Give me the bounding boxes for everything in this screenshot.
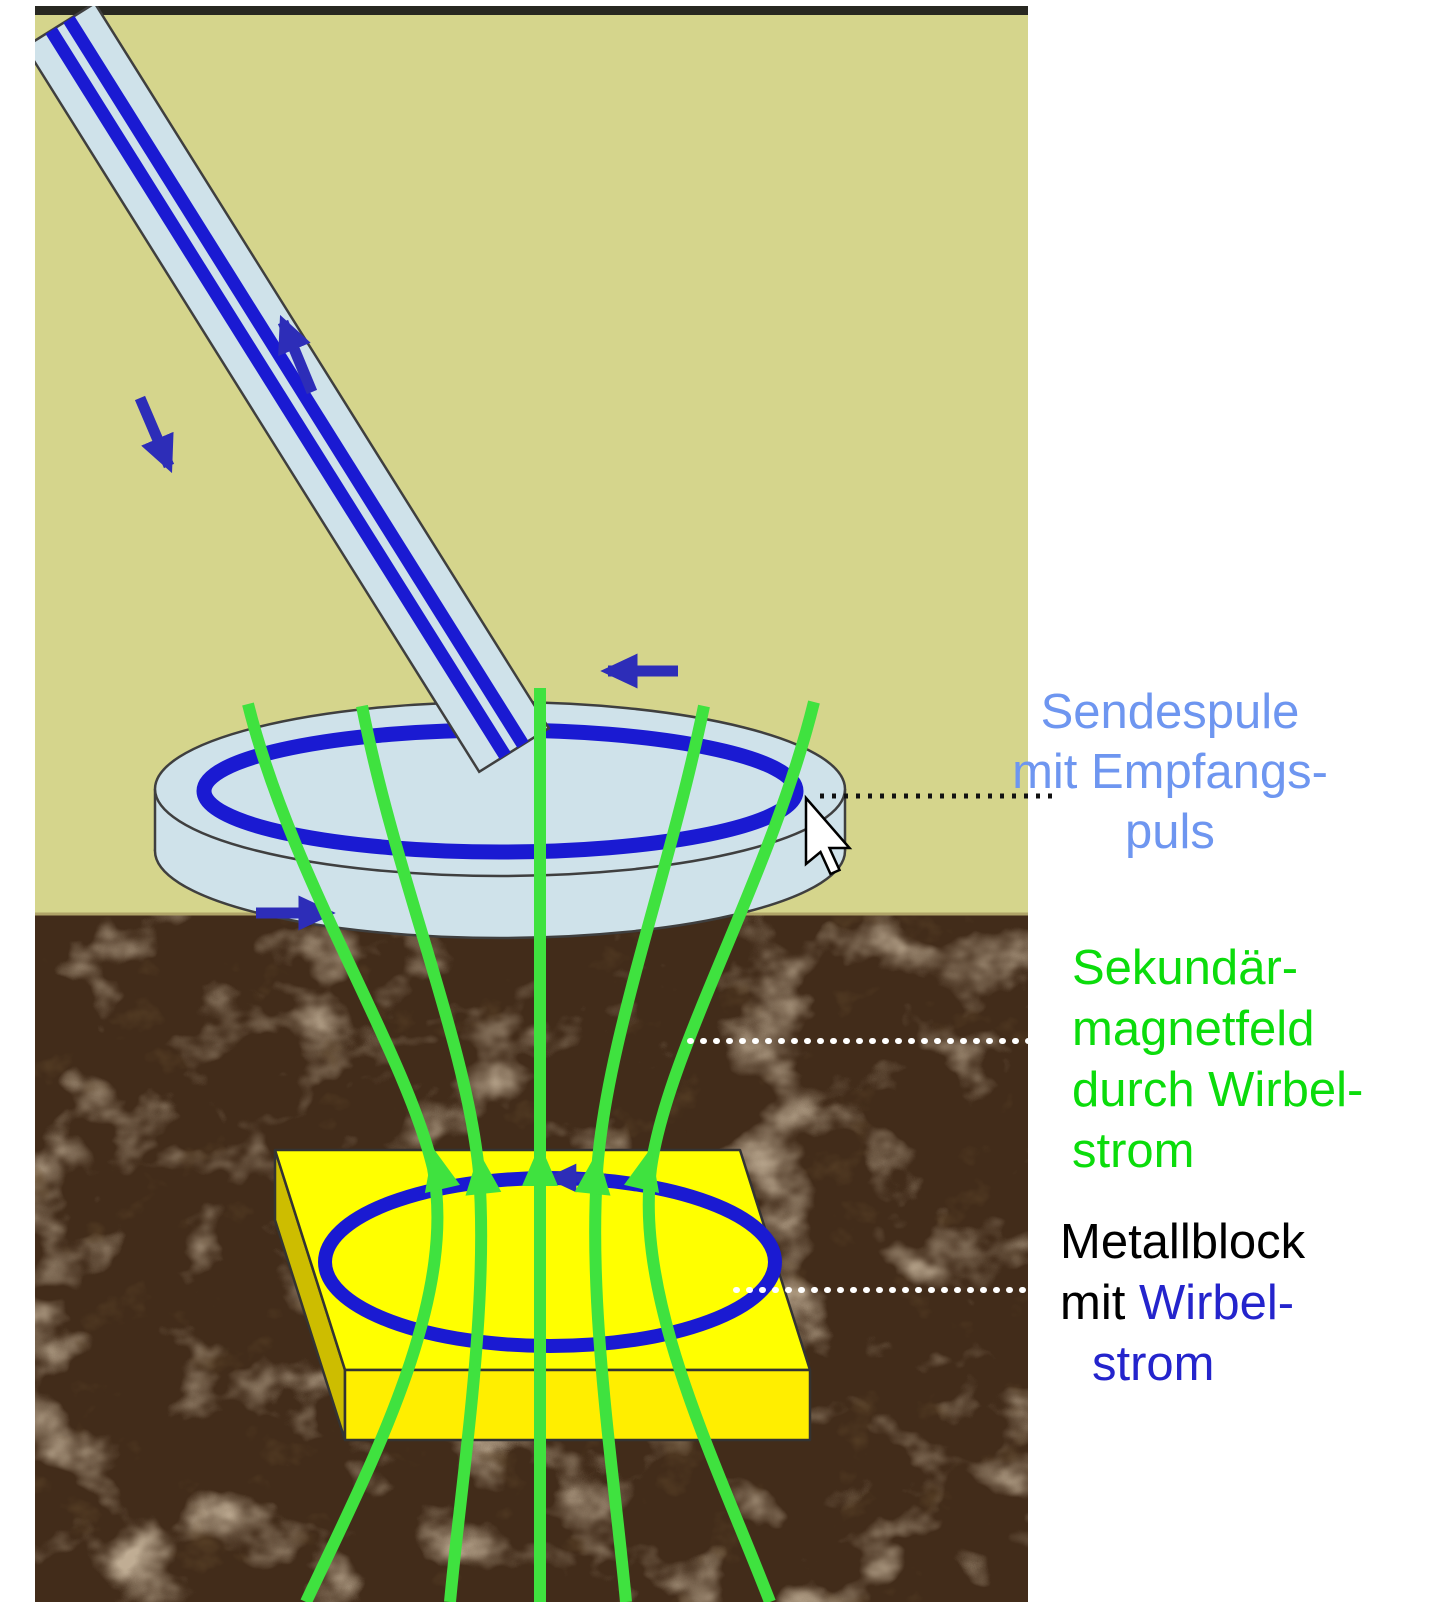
label-line: puls (1125, 805, 1215, 859)
shaft-up-arrow (277, 314, 318, 395)
label-line: mit Empfangs- (1012, 745, 1328, 799)
label-line: Sendespule (1040, 685, 1300, 739)
label-line: Sekundär- (1072, 941, 1299, 995)
image-top-border (35, 6, 1028, 15)
mouse-cursor-icon (804, 794, 853, 876)
label-line: magnetfeld (1072, 1002, 1315, 1056)
shaft-down-arrow (134, 395, 175, 474)
label-line-part-black: mit (1060, 1276, 1139, 1330)
label-line: strom (1092, 1337, 1215, 1391)
shaft-wire (45, 27, 511, 760)
label-line: strom (1072, 1124, 1195, 1178)
detector-shaft (35, 6, 551, 774)
block-front-face (343, 1368, 812, 1442)
soil-background (35, 915, 1028, 1602)
label-metallblock: Metallblock mit Wirbel- strom (1060, 1212, 1305, 1395)
label-sekundaermagnetfeld: Sekundär- magnetfeld durch Wirbel- strom (1072, 938, 1363, 1182)
field-line-arrowheads (424, 1144, 660, 1196)
label-line: Metallblock (1060, 1215, 1306, 1269)
label-sendespule: Sendespule mit Empfangs- puls (975, 682, 1365, 862)
label-line: mit Wirbel- (1060, 1273, 1305, 1334)
label-line: durch Wirbel- (1072, 1063, 1364, 1117)
shaft-wire (63, 15, 529, 748)
current-arrows (134, 314, 678, 931)
label-line-part-blue: Wirbel- (1138, 1276, 1295, 1330)
